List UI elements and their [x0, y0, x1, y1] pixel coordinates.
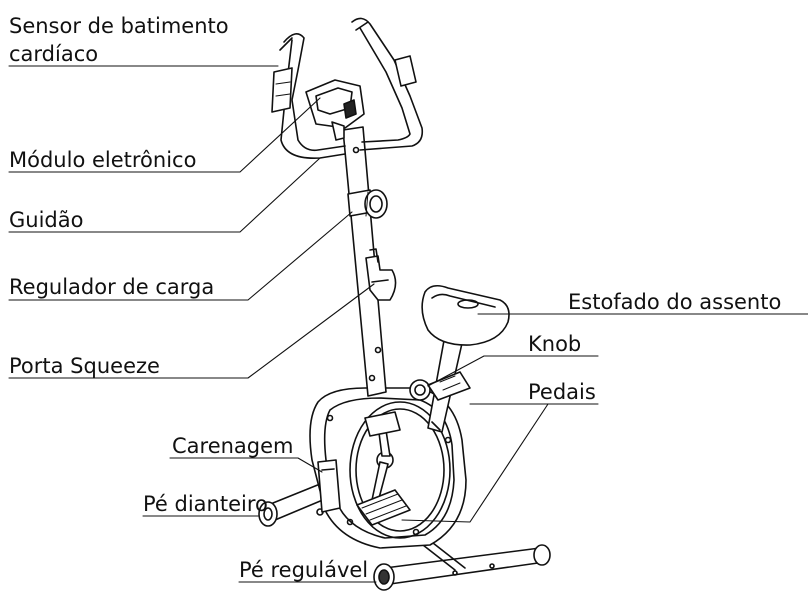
label-estofado: Estofado do assento: [568, 290, 782, 314]
label-guidao: Guidão: [9, 208, 84, 232]
label-pe-regulavel: Pé regulável: [239, 558, 369, 582]
label-porta: Porta Squeeze: [9, 354, 160, 378]
pedals: [356, 411, 411, 526]
label-pe-dianteiro: Pé dianteiro: [143, 492, 268, 516]
label-pedais: Pedais: [528, 380, 596, 404]
label-sensor-line2: cardíaco: [9, 42, 99, 66]
label-carenagem: Carenagem: [172, 434, 294, 458]
seat-knob: [409, 371, 471, 401]
label-modulo: Módulo eletrônico: [9, 148, 197, 172]
console: [305, 79, 365, 141]
handlebar: [271, 17, 424, 159]
label-knob: Knob: [528, 332, 582, 356]
label-sensor-line1: Sensor de batimento: [9, 14, 229, 38]
bottle-holder: [365, 248, 397, 301]
tension-knob: [347, 189, 388, 219]
leader-lines: [8, 65, 808, 583]
label-regulador: Regulador de carga: [9, 275, 215, 299]
seat: [421, 284, 510, 346]
rear-foot: [373, 542, 551, 591]
